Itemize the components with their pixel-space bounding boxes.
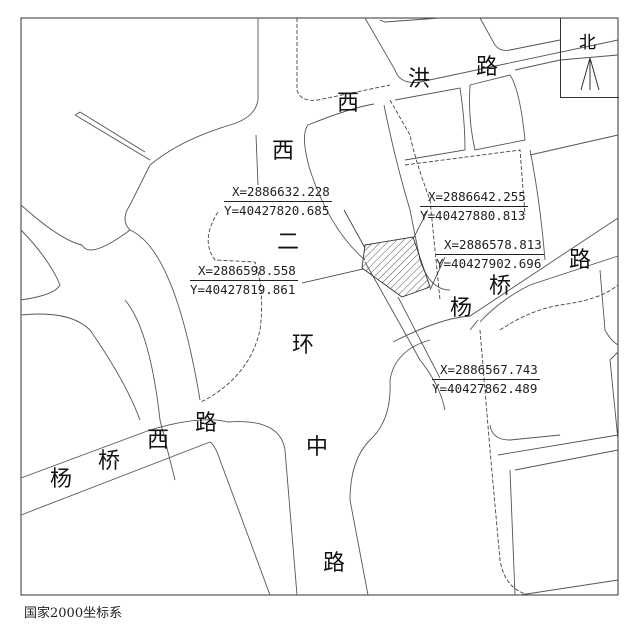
point-x: X=2886598.558 <box>190 264 298 281</box>
road-label-yangqiao-west-3: 西 <box>147 428 170 453</box>
parcel-point-5: X=2886567.743 Y=40427862.489 <box>432 363 540 396</box>
road-label-yangqiao-west-1: 杨 <box>50 467 73 492</box>
parcel-point-2: X=2886642.255 Y=40427880.813 <box>420 190 528 223</box>
road-label-yangqiao-east-1: 杨 <box>450 296 473 321</box>
point-x: X=2886578.813 <box>436 238 544 255</box>
road-label-xihong-3: 路 <box>476 55 499 80</box>
coordinate-system-label: 国家2000坐标系 <box>24 606 123 621</box>
road-label-xierhuan-4: 中 <box>306 435 329 460</box>
road-label-yangqiao-west-4: 路 <box>195 411 218 436</box>
point-x: X=2886642.255 <box>420 190 528 207</box>
point-y: Y=40427862.489 <box>432 380 538 396</box>
road-label-xierhuan-5: 路 <box>323 551 346 576</box>
point-x: X=2886632.228 <box>224 185 332 202</box>
road-label-xierhuan-2: 二 <box>277 230 300 255</box>
parcel-point-3: X=2886598.558 Y=40427819.861 <box>190 264 298 297</box>
point-y: Y=40427902.696 <box>436 255 542 271</box>
road-label-yangqiao-west-2: 桥 <box>98 449 121 474</box>
road-label-yangqiao-east-2: 桥 <box>489 274 512 299</box>
point-y: Y=40427819.861 <box>190 281 296 297</box>
north-arrow-icon <box>580 57 600 91</box>
land-parcel <box>361 236 431 298</box>
road-label-xierhuan-3: 环 <box>292 333 315 358</box>
road-label-xierhuan-1: 西 <box>272 139 295 164</box>
parcel-point-1: X=2886632.228 Y=40427820.685 <box>224 185 332 218</box>
road-network <box>20 17 619 596</box>
north-label: 北 <box>579 33 596 53</box>
point-y: Y=40427880.813 <box>420 207 526 223</box>
road-label-xihong-2: 洪 <box>408 67 431 92</box>
point-x: X=2886567.743 <box>432 363 540 380</box>
map-frame <box>20 17 619 596</box>
road-label-yangqiao-east-3: 路 <box>569 248 592 273</box>
north-arrow-box: 北 <box>560 18 619 98</box>
road-label-xihong-1: 西 <box>337 91 360 116</box>
point-y: Y=40427820.685 <box>224 202 330 218</box>
parcel-point-4: X=2886578.813 Y=40427902.696 <box>436 238 544 271</box>
